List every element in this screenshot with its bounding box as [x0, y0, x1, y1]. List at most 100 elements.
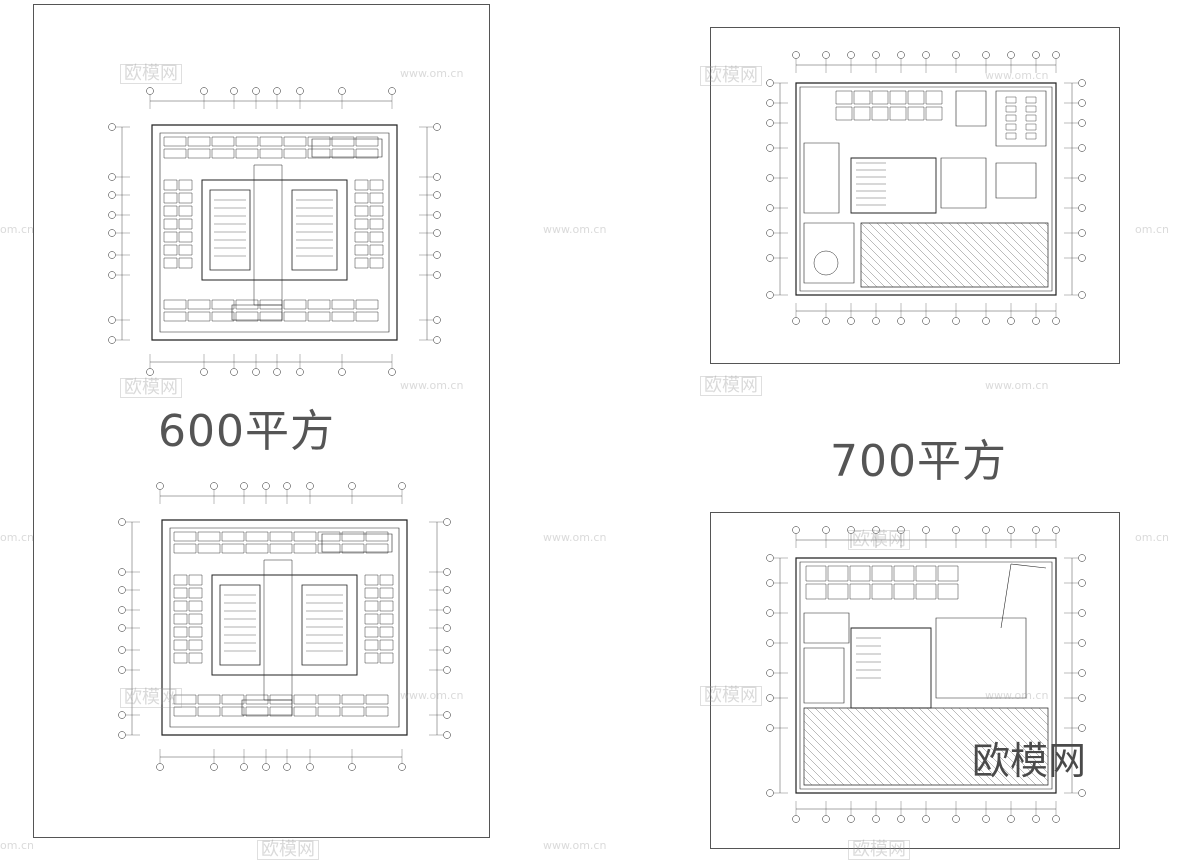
grid-bubble [953, 318, 960, 325]
workstation [246, 707, 268, 716]
workstation [188, 312, 210, 321]
hatch-line [903, 708, 980, 785]
workstation [164, 232, 177, 242]
grid-bubble [767, 255, 774, 262]
floor-plan-700-b [711, 513, 1120, 849]
workstation [174, 601, 187, 611]
grid-bubble [898, 52, 905, 59]
grid-bubble [147, 88, 154, 95]
workstation [174, 532, 196, 541]
workstation [342, 532, 364, 541]
watermark-url: om.cn [0, 531, 34, 544]
grid-bubble [1008, 318, 1015, 325]
grid-bubble [109, 252, 116, 259]
workstation [318, 544, 340, 553]
workstation [894, 566, 914, 581]
grid-bubble [923, 816, 930, 823]
workstation [174, 627, 187, 637]
grid-bubble [793, 52, 800, 59]
workstation [806, 566, 826, 581]
drawing-sheet-700-a [710, 27, 1120, 364]
workstation [198, 532, 220, 541]
workstation [189, 601, 202, 611]
hatch-line [804, 777, 812, 785]
grid-bubble [1079, 175, 1086, 182]
grid-bubble [1008, 527, 1015, 534]
workstation [236, 137, 258, 146]
workstation [174, 575, 187, 585]
chair [1006, 133, 1016, 139]
grid-bubble [119, 519, 126, 526]
workstation [174, 614, 187, 624]
grid-bubble [767, 80, 774, 87]
workstation [318, 695, 340, 704]
drawing-sheet-700-b [710, 512, 1120, 849]
grid-bubble [434, 124, 441, 131]
plan-inner-wall [800, 562, 1052, 789]
hatch-line [893, 223, 957, 287]
hatch-line [804, 769, 820, 785]
workstation [342, 695, 364, 704]
plan-outline [796, 83, 1056, 295]
grid-bubble [241, 483, 248, 490]
workstation [850, 584, 870, 599]
watermark-url: om.cn [0, 223, 34, 236]
meeting-room [996, 91, 1046, 146]
workstation [380, 653, 393, 663]
workstation [356, 149, 378, 158]
chair [1026, 97, 1036, 103]
grid-bubble [211, 483, 218, 490]
watermark-url: om.cn [0, 839, 34, 852]
grid-bubble [444, 647, 451, 654]
hatch-line [895, 708, 972, 785]
hatch-line [887, 708, 964, 785]
hatch-line [804, 761, 828, 785]
hatched-area [861, 223, 1048, 287]
grid-bubble [434, 317, 441, 324]
grid-bubble [1079, 725, 1086, 732]
round-table [814, 251, 838, 275]
workstation [164, 149, 186, 158]
grid-bubble [109, 272, 116, 279]
workstation [365, 627, 378, 637]
grid-bubble [307, 483, 314, 490]
grid-bubble [434, 337, 441, 344]
workstation [164, 137, 186, 146]
workstation [908, 91, 924, 104]
grid-bubble [109, 124, 116, 131]
workstation [174, 695, 196, 704]
workstation [854, 107, 870, 120]
grid-bubble [953, 816, 960, 823]
hatch-line [935, 708, 1012, 785]
plan-outline [796, 558, 1056, 793]
grid-bubble [1079, 230, 1086, 237]
grid-bubble [767, 725, 774, 732]
grid-bubble [1079, 292, 1086, 299]
workstation [355, 258, 368, 268]
hatch-line [861, 255, 893, 287]
workstation [926, 91, 942, 104]
office-room [804, 613, 849, 643]
hatch-line [1031, 708, 1048, 725]
grid-bubble [923, 527, 930, 534]
hatch-line [951, 708, 1028, 785]
hatch-line [917, 223, 981, 287]
grid-bubble [898, 527, 905, 534]
grid-bubble [349, 764, 356, 771]
plan-inner-wall [170, 528, 399, 727]
workstation [332, 149, 354, 158]
hatch-line [925, 223, 989, 287]
workstation [938, 584, 958, 599]
grid-bubble [434, 174, 441, 181]
workstation [198, 707, 220, 716]
floor-plan-600-a [34, 5, 490, 838]
stair-core [210, 190, 250, 270]
hatch-line [943, 708, 1020, 785]
workstation [366, 695, 388, 704]
workstation [164, 245, 177, 255]
grid-bubble [297, 369, 304, 376]
workstation [370, 180, 383, 190]
workstation [189, 627, 202, 637]
workstation [355, 232, 368, 242]
grid-bubble [444, 587, 451, 594]
